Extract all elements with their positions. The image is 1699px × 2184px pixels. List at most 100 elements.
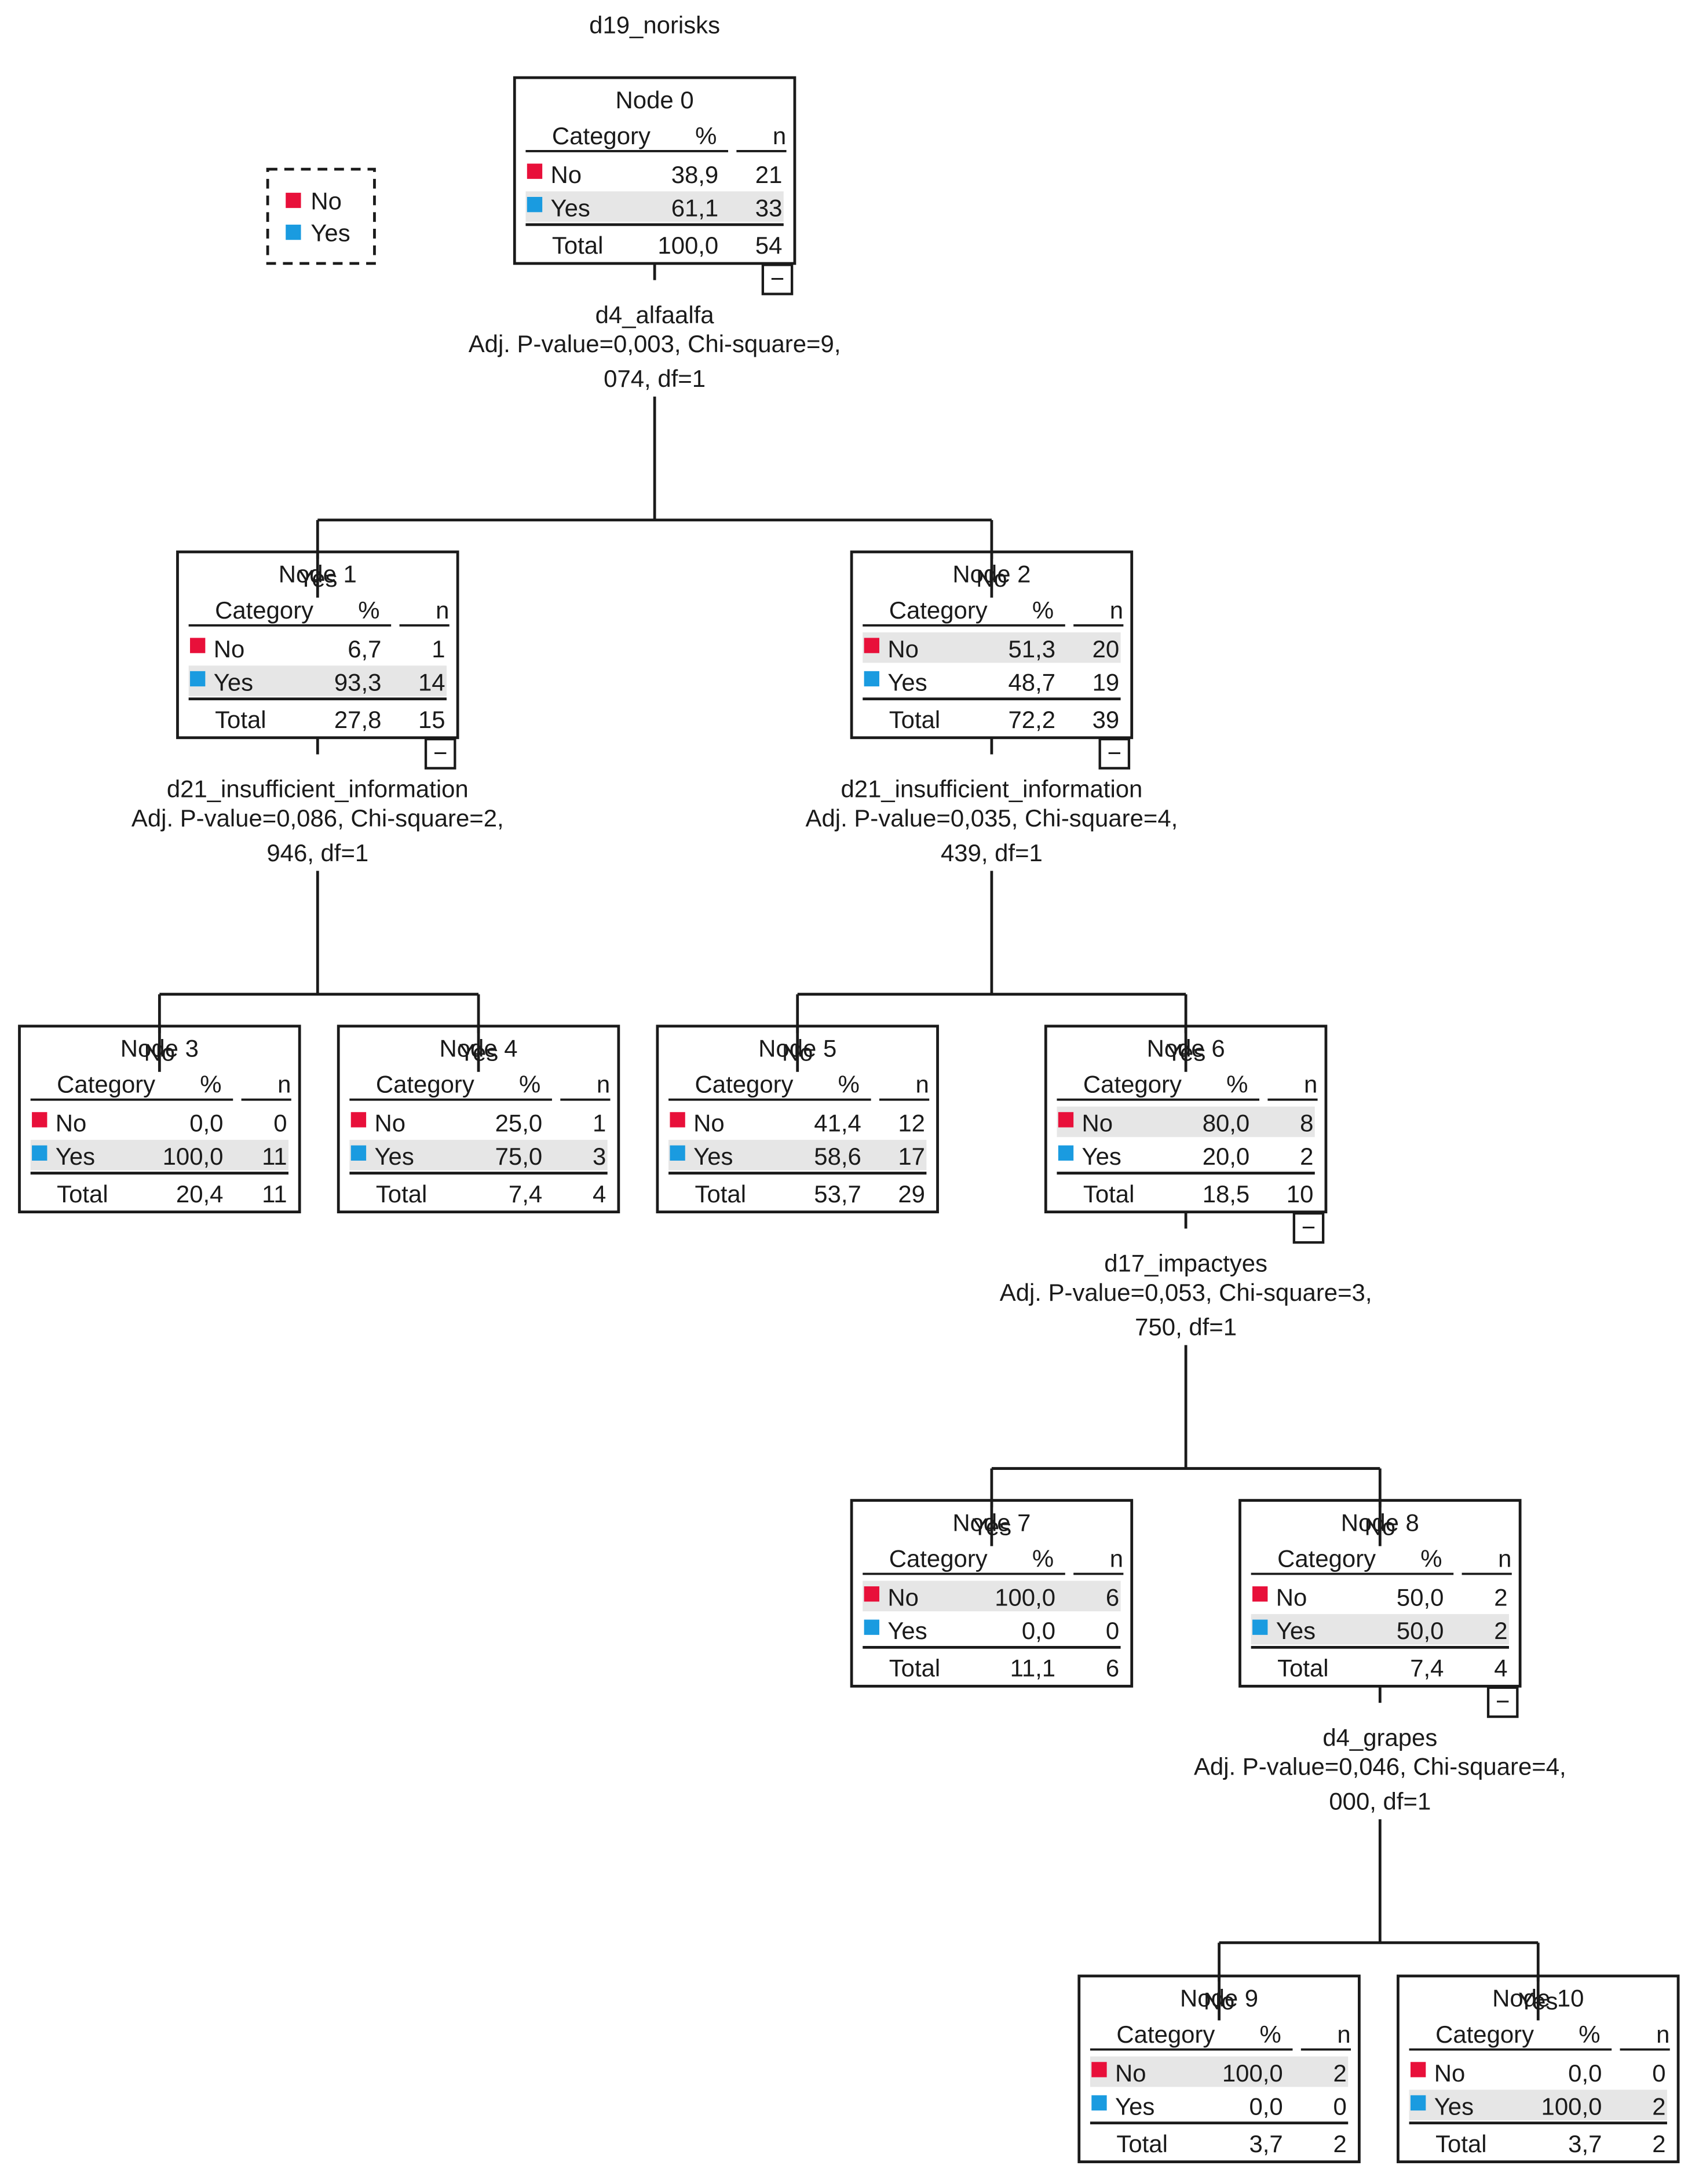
row-label: No	[1115, 2059, 1146, 2087]
header-n: n	[1304, 1071, 1317, 1098]
split-statistics: Adj. P-value=0,035, Chi-square=4,	[806, 804, 1178, 832]
split-variable: d21_insufficient_information	[841, 775, 1142, 803]
total-label: Total	[889, 1655, 941, 1682]
row-percent: 50,0	[1397, 1584, 1444, 1611]
total-percent: 72,2	[1009, 706, 1056, 733]
row-label: No	[551, 161, 582, 188]
collapse-toggle-button[interactable]: −	[761, 264, 794, 295]
total-n: 29	[898, 1180, 925, 1208]
row-percent: 61,1	[671, 195, 719, 222]
row-n: 2	[1300, 1143, 1313, 1170]
minus-icon[interactable]: −	[433, 739, 447, 766]
row-highlight	[188, 665, 447, 696]
category-swatch-yes	[350, 1145, 367, 1161]
header-category: Category	[695, 1071, 794, 1098]
row-n: 14	[418, 668, 445, 696]
row-percent: 58,6	[814, 1143, 861, 1170]
split-variable: d21_insufficient_information	[167, 775, 469, 803]
header-percent: %	[1420, 1545, 1442, 1572]
legend-swatch-yes	[286, 224, 301, 240]
node-box	[513, 76, 796, 265]
header-category: Category	[1116, 2021, 1215, 2048]
header-percent: %	[358, 597, 379, 624]
header-n: n	[597, 1071, 610, 1098]
row-label: Yes	[1434, 2092, 1474, 2120]
total-n: 15	[418, 706, 445, 733]
row-label: Yes	[56, 1143, 95, 1170]
tree-title: d19_norisks	[589, 11, 720, 38]
header-n: n	[773, 122, 786, 149]
collapse-box[interactable]	[761, 264, 794, 295]
collapse-box[interactable]	[424, 737, 456, 770]
row-percent: 48,7	[1009, 668, 1056, 696]
collapse-toggle-button[interactable]: −	[1486, 1686, 1519, 1718]
collapse-toggle-button[interactable]: −	[1098, 737, 1131, 770]
category-swatch-yes	[1058, 1145, 1074, 1161]
row-n: 33	[755, 195, 783, 222]
category-swatch-no	[190, 638, 206, 653]
category-swatch-yes	[1410, 2095, 1426, 2111]
total-label: Total	[57, 1180, 108, 1208]
row-label: Yes	[693, 1143, 733, 1170]
header-category: Category	[889, 1545, 988, 1572]
row-percent: 20,0	[1203, 1143, 1250, 1170]
category-swatch-no	[1410, 2062, 1426, 2077]
row-percent: 93,3	[334, 668, 382, 696]
row-label: No	[693, 1110, 725, 1137]
total-n: 4	[1494, 1655, 1507, 1682]
row-percent: 75,0	[495, 1143, 543, 1170]
collapse-toggle-button[interactable]: −	[1292, 1212, 1325, 1244]
category-swatch-yes	[190, 671, 206, 687]
row-highlight	[668, 1140, 927, 1170]
row-n: 0	[1333, 2092, 1347, 2120]
row-n: 17	[898, 1143, 925, 1170]
total-n: 2	[1333, 2130, 1347, 2157]
row-n: 20	[1093, 635, 1120, 663]
total-label: Total	[376, 1180, 428, 1208]
split-statistics: Adj. P-value=0,086, Chi-square=2,	[131, 804, 504, 832]
row-n: 0	[1106, 1617, 1119, 1644]
header-n: n	[436, 597, 449, 624]
row-n: 0	[273, 1110, 287, 1137]
node-title: Node 0	[616, 86, 694, 114]
row-n: 1	[593, 1110, 606, 1137]
minus-icon[interactable]: −	[1302, 1213, 1316, 1241]
row-percent: 38,9	[671, 161, 719, 188]
row-highlight	[1057, 1106, 1315, 1137]
total-percent: 3,7	[1568, 2130, 1602, 2157]
header-category: Category	[1083, 1071, 1182, 1098]
row-highlight	[1409, 2090, 1667, 2120]
row-n: 2	[1494, 1584, 1507, 1611]
category-swatch-no	[1058, 1112, 1074, 1128]
category-swatch-no	[864, 638, 879, 653]
minus-icon[interactable]: −	[1496, 1688, 1510, 1715]
legend-frame	[266, 167, 376, 265]
header-percent: %	[1032, 597, 1054, 624]
total-n: 39	[1093, 706, 1120, 733]
header-percent: %	[519, 1071, 540, 1098]
category-swatch-yes	[1091, 2095, 1107, 2111]
row-label: No	[56, 1110, 87, 1137]
row-highlight	[30, 1140, 289, 1170]
row-percent: 0,0	[1568, 2059, 1602, 2087]
row-percent: 6,7	[348, 635, 381, 663]
total-percent: 3,7	[1249, 2130, 1283, 2157]
minus-icon[interactable]: −	[770, 265, 784, 292]
split-statistics: Adj. P-value=0,003, Chi-square=9,	[469, 330, 841, 357]
collapse-box[interactable]	[1486, 1686, 1519, 1718]
row-percent: 100,0	[1541, 2092, 1602, 2120]
header-category: Category	[889, 597, 988, 624]
row-label: No	[1276, 1584, 1307, 1611]
collapse-toggle-button[interactable]: −	[424, 737, 456, 770]
minus-icon[interactable]: −	[1108, 739, 1121, 766]
header-category: Category	[1435, 2021, 1534, 2048]
total-n: 54	[755, 232, 783, 259]
collapse-box[interactable]	[1292, 1212, 1325, 1244]
total-n: 11	[262, 1180, 287, 1208]
category-swatch-no	[350, 1112, 367, 1128]
row-n: 6	[1106, 1584, 1119, 1611]
category-swatch-no	[527, 163, 543, 179]
collapse-box[interactable]	[1098, 737, 1131, 770]
